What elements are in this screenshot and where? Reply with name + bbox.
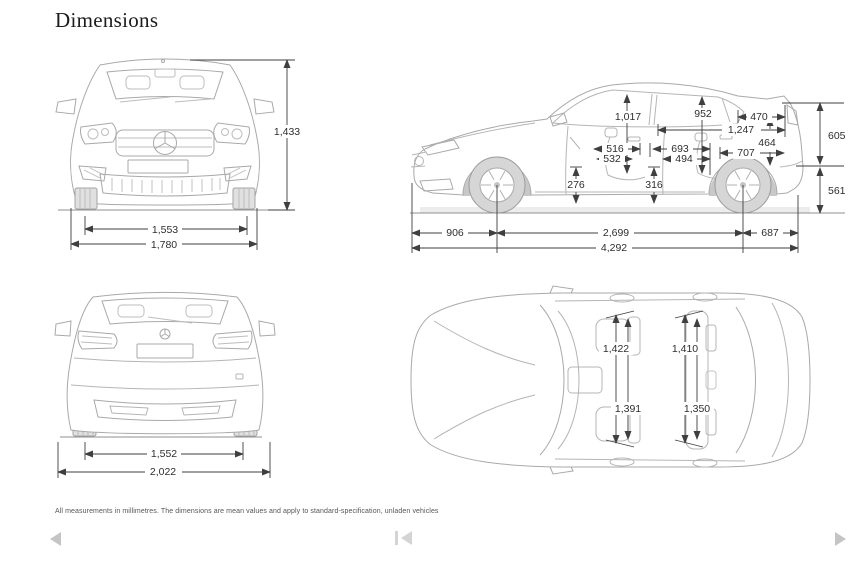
dim-1247-label: 1,247	[728, 124, 754, 136]
dim-532-label: 532	[603, 153, 621, 165]
dim-front-overhang-label: 906	[446, 227, 464, 239]
dim-316-label: 316	[645, 179, 663, 191]
front-dimension-lines	[70, 59, 295, 250]
dim-overall-width-label: 1,780	[151, 239, 177, 251]
next-page-icon	[835, 532, 846, 546]
footnote: All measurements in millimetres. The dim…	[55, 508, 439, 515]
rear-label-backgrounds	[145, 448, 182, 478]
dim-rear-track-label: 1,552	[151, 448, 177, 460]
side-view-drawing: 906 2,699 687 4,292 470 1,247 464 707 51…	[410, 82, 846, 254]
dim-516-label: 516	[606, 143, 624, 155]
side-label-backgrounds	[442, 108, 783, 254]
top-view-drawing: 1,422 1,391 1,410 1,350	[410, 285, 811, 475]
dim-width-incl-mirrors-label: 2,022	[150, 466, 176, 478]
dim-276-label: 276	[567, 179, 585, 191]
side-view: 906 2,699 687 4,292 470 1,247 464 707 51…	[400, 55, 850, 265]
skip-to-start-icon	[401, 531, 412, 545]
side-dimension-labels: 906 2,699 687 4,292 470 1,247 464 707 51…	[446, 108, 845, 254]
prev-page-button[interactable]	[48, 530, 63, 548]
dim-elbow-rear-label: 1,410	[672, 343, 698, 355]
skip-to-start-bar-icon	[395, 531, 398, 545]
front-dimension-labels: 1,433 1,553 1,780	[151, 126, 300, 251]
skip-to-start-button[interactable]	[393, 529, 414, 547]
dim-464-label: 464	[758, 137, 776, 149]
top-label-backgrounds	[599, 342, 714, 415]
dim-707-label: 707	[737, 147, 755, 159]
top-dimension-lines	[605, 310, 704, 448]
dim-front-track-label: 1,553	[152, 224, 178, 236]
next-page-button[interactable]	[833, 530, 848, 548]
page-title: Dimensions	[55, 8, 159, 32]
dim-wheelbase-label: 2,699	[603, 227, 629, 239]
front-view: 1,433 1,553 1,780	[50, 50, 310, 270]
rear-view: 1,552 2,022	[50, 290, 310, 490]
prev-page-icon	[50, 532, 61, 546]
dim-elbow-front-label: 1,422	[603, 343, 629, 355]
rear-dimension-labels: 1,552 2,022	[150, 448, 177, 478]
dim-605-label: 605	[828, 130, 846, 142]
dim-overall-length-label: 4,292	[601, 242, 627, 254]
dim-693-label: 693	[671, 143, 689, 155]
top-view: 1,422 1,391 1,410 1,350	[400, 285, 830, 490]
front-label-backgrounds	[146, 125, 304, 251]
dim-561-label: 561	[828, 185, 846, 197]
dim-shoulder-front-label: 1,391	[615, 403, 641, 415]
dim-rear-overhang-label: 687	[761, 227, 779, 239]
top-dimension-labels: 1,422 1,391 1,410 1,350	[603, 343, 710, 415]
car-rear-art	[54, 292, 276, 438]
car-front-art	[55, 58, 275, 211]
rear-view-drawing: 1,552 2,022	[54, 292, 276, 478]
dim-headroom-rear-label: 952	[694, 108, 712, 120]
dim-overall-height-label: 1,433	[274, 126, 300, 138]
dim-494-label: 494	[675, 153, 693, 165]
dim-470-label: 470	[750, 111, 768, 123]
car-top-art	[410, 285, 811, 475]
dim-shoulder-rear-label: 1,350	[684, 403, 710, 415]
front-view-drawing: 1,433 1,553 1,780	[55, 58, 304, 251]
dim-headroom-front-label: 1,017	[615, 111, 641, 123]
